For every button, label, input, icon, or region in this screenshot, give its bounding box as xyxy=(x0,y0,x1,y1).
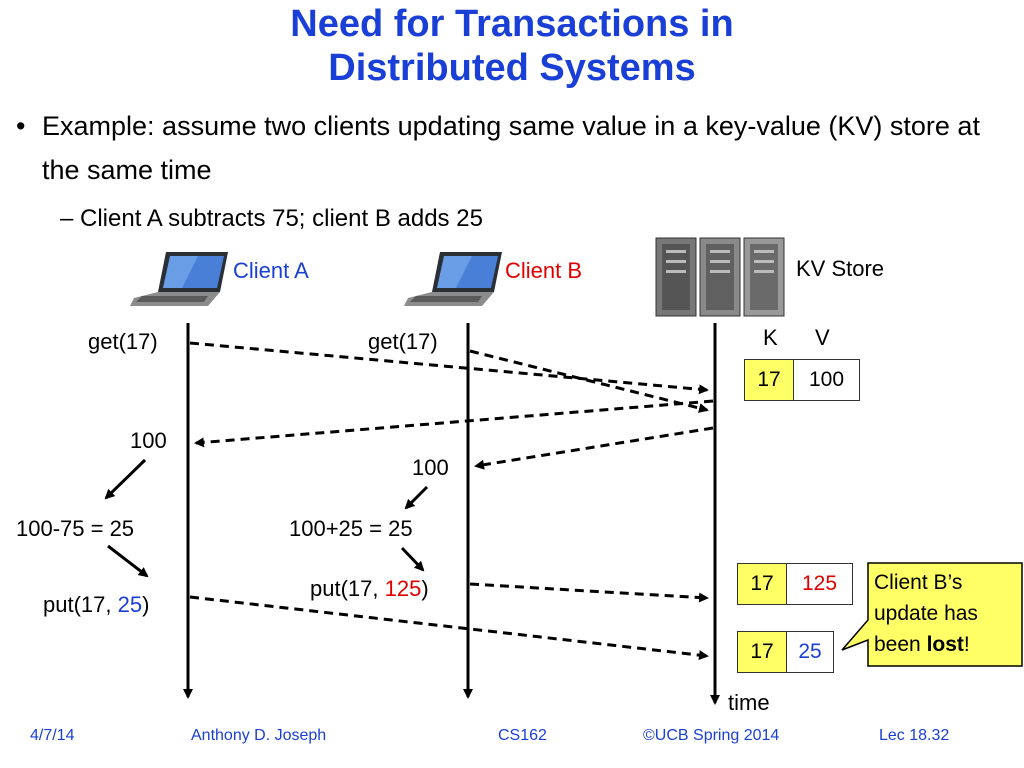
callout-bubble xyxy=(841,562,1023,667)
arrow-b-get xyxy=(469,349,709,413)
v-header: V xyxy=(815,325,830,350)
callout-line-3-suffix: ! xyxy=(963,633,970,656)
slide-title: Need for Transactions in Distributed Sys… xyxy=(0,2,1024,90)
client-b-get: get(17) xyxy=(368,329,438,354)
title-line-1: Need for Transactions in xyxy=(290,3,734,45)
client-a-get: get(17) xyxy=(88,329,158,354)
kv-value-cell: 25 xyxy=(786,631,834,673)
laptop-icon xyxy=(404,252,502,306)
arrow-b-put xyxy=(469,582,709,603)
bullet-dot: • xyxy=(16,111,26,141)
title-line-2: Distributed Systems xyxy=(328,47,696,89)
kv-value-cell: 125 xyxy=(786,563,853,605)
client-b-response: 100 xyxy=(412,455,449,480)
client-b-put: put(17, 125) xyxy=(310,576,429,602)
client-b-put-suffix: ) xyxy=(421,576,429,601)
client-a-put-value: 25 xyxy=(117,592,143,617)
arrow-a-to-put xyxy=(107,544,149,578)
arrow-b-to-put xyxy=(400,546,425,572)
client-b-put-prefix: put(17, xyxy=(310,576,385,601)
client-a-response: 100 xyxy=(130,428,167,453)
kv-key-cell: 17 xyxy=(744,359,794,401)
callout-lost-word: lost xyxy=(926,633,964,656)
callout-line-3-prefix: been xyxy=(874,633,927,656)
callout-line-1: Client B’s xyxy=(874,571,963,594)
kv-store-label: KV Store xyxy=(796,256,885,281)
laptop-icon xyxy=(130,252,228,306)
arrow-b-compute xyxy=(404,485,429,510)
client-b-compute: 100+25 = 25 xyxy=(289,516,413,541)
kv-key-cell: 17 xyxy=(737,563,787,605)
footer-author: Anthony D. Joseph xyxy=(191,727,327,744)
footer-date: 4/7/14 xyxy=(30,727,75,744)
callout-line-3: been lost! xyxy=(874,629,1018,660)
client-b-put-value: 125 xyxy=(384,576,422,601)
callout-line-2: update has xyxy=(874,602,978,625)
footer-copyright: ©UCB Spring 2014 xyxy=(643,727,780,744)
sub-bullet: – Client A subtracts 75; client B adds 2… xyxy=(60,205,483,232)
kv-value-cell: 100 xyxy=(793,359,860,401)
client-a-put-prefix: put(17, xyxy=(43,592,118,617)
arrow-a-compute xyxy=(104,458,147,500)
bullet-text: Example: assume two clients updating sam… xyxy=(42,111,980,185)
time-label: time xyxy=(728,690,770,715)
arrow-a-get xyxy=(189,341,709,395)
client-a-put-suffix: ) xyxy=(142,592,150,617)
footer-course: CS162 xyxy=(498,727,547,744)
lost-update-callout: Client B’s update has been lost! xyxy=(874,567,1018,660)
server-rack-icon xyxy=(655,237,785,317)
client-b-label: Client B xyxy=(505,258,583,283)
arrow-a-response xyxy=(194,399,714,448)
client-a-compute: 100-75 = 25 xyxy=(16,516,135,541)
client-a-label: Client A xyxy=(233,258,309,283)
kv-key-cell: 17 xyxy=(737,631,787,673)
client-a-put: put(17, 25) xyxy=(43,592,149,618)
footer-lecture: Lec 18.32 xyxy=(879,727,950,744)
arrow-a-put xyxy=(189,595,709,661)
k-header: K xyxy=(763,325,778,350)
arrow-b-response xyxy=(474,426,714,470)
